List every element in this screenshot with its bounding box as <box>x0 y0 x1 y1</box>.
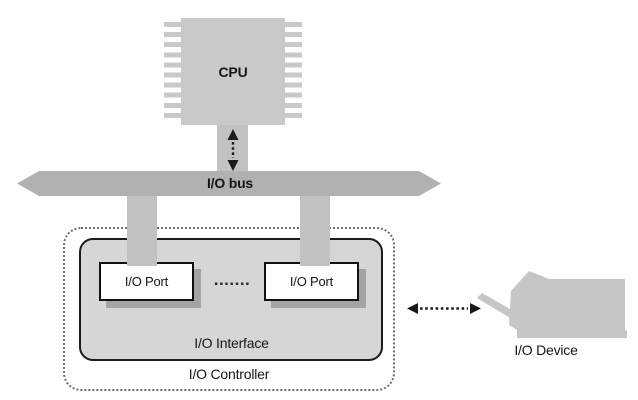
cpu-chip: CPU <box>181 18 285 125</box>
cpu-pins-left-icon <box>164 22 181 123</box>
io-interface-label: I/O Interface <box>194 335 269 351</box>
bus-port-connector-left <box>127 195 157 266</box>
io-port-right-label: I/O Port <box>289 274 334 289</box>
io-bus-label: I/O bus <box>206 175 254 191</box>
cpu-pins-right-icon <box>285 22 302 123</box>
cpu-bus-arrow-icon <box>227 129 239 171</box>
io-port-right: I/O Port <box>264 262 359 301</box>
controller-device-arrow-icon <box>407 303 481 314</box>
cpu-label: CPU <box>218 63 248 80</box>
io-port-left-label: I/O Port <box>124 274 169 289</box>
io-controller-box <box>63 227 395 391</box>
bus-port-connector-right <box>300 195 330 266</box>
io-controller-label: I/O Controller <box>188 366 270 382</box>
io-bus-bar <box>17 171 441 196</box>
io-device-label: I/O Device <box>514 342 578 358</box>
ports-ellipsis: ....... <box>213 270 251 289</box>
io-device-shape <box>477 271 627 338</box>
io-port-left: I/O Port <box>99 262 194 301</box>
